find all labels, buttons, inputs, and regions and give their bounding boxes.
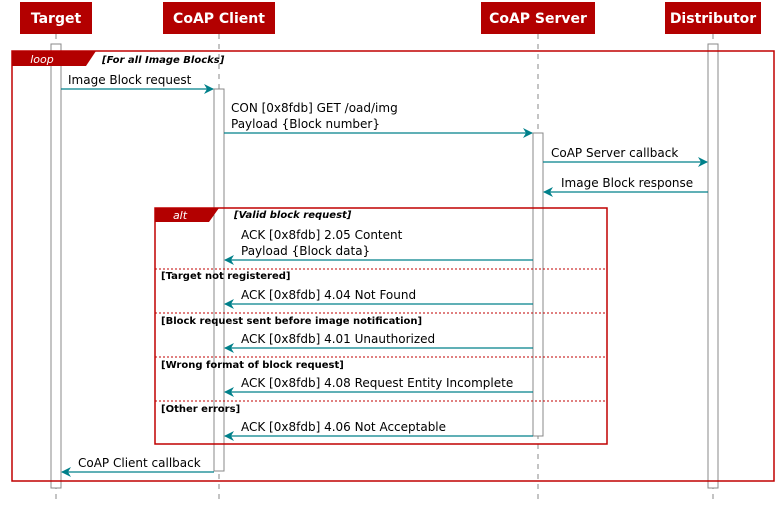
alt-guard-valid: [Valid block request] (233, 210, 352, 221)
participant-box (20, 2, 92, 34)
message-ack-content: ACK [0x8fdb] 2.05 Content Payload {Block… (224, 228, 533, 265)
alt-guard-other-errors: [Other errors] (161, 404, 240, 415)
activation-distributor (707, 43, 719, 489)
loop-guard: [For all Image Blocks] (101, 55, 225, 66)
participant-box (163, 2, 275, 34)
message-image-block-response: Image Block response (543, 176, 708, 197)
message-label: Payload {Block number} (231, 117, 380, 131)
loop-frame: loop [For all Image Blocks] (11, 50, 775, 482)
message-label: ACK [0x8fdb] 4.06 Not Acceptable (241, 420, 446, 434)
participant-box (481, 2, 595, 34)
message-label: Image Block response (561, 176, 693, 190)
message-label: Payload {Block data} (241, 244, 370, 258)
message-image-block-request: Image Block request (61, 73, 214, 94)
message-ack-unauthorized: ACK [0x8fdb] 4.01 Unauthorized (224, 332, 533, 353)
message-con-get: CON [0x8fdb] GET /oad/img Payload {Block… (224, 101, 533, 138)
participant-coap-client: CoAP Client (163, 2, 275, 34)
participant-label: CoAP Client (173, 11, 265, 27)
message-label: CoAP Client callback (78, 456, 201, 470)
loop-frame-border (11, 50, 775, 482)
activation-server (532, 132, 544, 437)
message-coap-server-callback: CoAP Server callback (543, 146, 708, 167)
participant-distributor: Distributor (665, 2, 761, 34)
message-ack-not-acceptable: ACK [0x8fdb] 4.06 Not Acceptable (224, 420, 533, 441)
message-label: ACK [0x8fdb] 2.05 Content (241, 228, 403, 242)
participant-coap-server: CoAP Server (481, 2, 595, 34)
participant-label: Target (31, 11, 82, 27)
participant-box (665, 2, 761, 34)
message-ack-entity-incomplete: ACK [0x8fdb] 4.08 Request Entity Incompl… (224, 376, 533, 397)
message-label: Image Block request (68, 73, 192, 87)
alt-keyword: alt (173, 209, 188, 222)
alt-frame-tab (155, 208, 219, 222)
loop-keyword: loop (30, 53, 54, 66)
participant-label: CoAP Server (489, 11, 587, 27)
participant-target: Target (20, 2, 92, 34)
alt-guard-before-notification: [Block request sent before image notific… (161, 316, 422, 327)
activation-client (213, 88, 225, 472)
message-coap-client-callback: CoAP Client callback (61, 456, 214, 477)
alt-guard-not-registered: [Target not registered] (161, 271, 291, 282)
message-label: ACK [0x8fdb] 4.04 Not Found (241, 288, 416, 302)
activation-target (50, 43, 62, 489)
loop-frame-tab (12, 51, 96, 66)
message-label: CoAP Server callback (551, 146, 678, 160)
alt-frame-border (154, 207, 608, 445)
message-label: ACK [0x8fdb] 4.01 Unauthorized (241, 332, 435, 346)
message-label: ACK [0x8fdb] 4.08 Request Entity Incompl… (241, 376, 513, 390)
alt-frame: alt [Valid block request] [Target not re… (154, 207, 608, 445)
message-ack-not-found: ACK [0x8fdb] 4.04 Not Found (224, 288, 533, 309)
message-label: CON [0x8fdb] GET /oad/img (231, 101, 398, 115)
participant-label: Distributor (670, 11, 756, 27)
alt-guard-wrong-format: [Wrong format of block request] (161, 360, 344, 371)
